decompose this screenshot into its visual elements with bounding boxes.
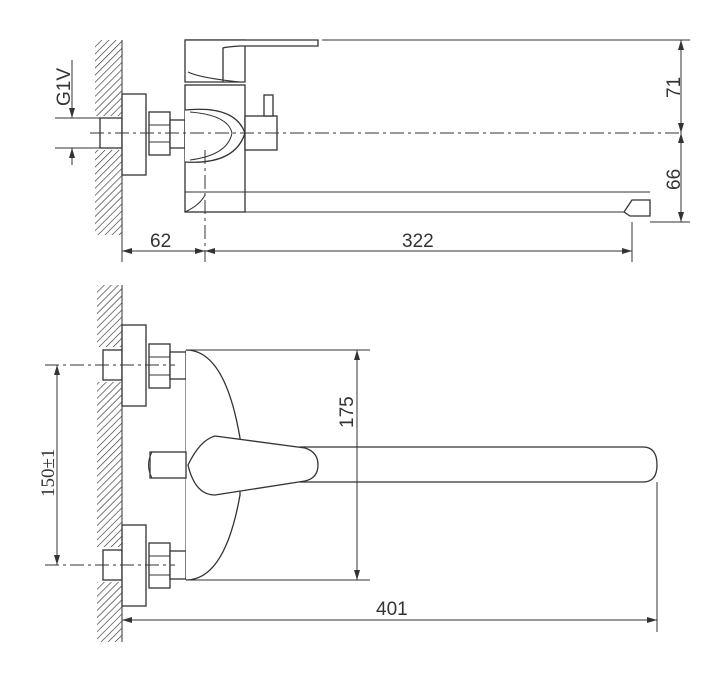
side-view: G1V 71 66 62 322 [54,39,690,262]
lever-handle [187,435,319,496]
dim-body-height: 175 [186,349,370,581]
wall-hatch [97,285,123,642]
dim-label-175: 175 [337,396,358,428]
dim-label-71: 71 [664,77,685,98]
wall-hatch [95,40,123,235]
diverter-knob [244,94,278,151]
dim-label-62: 62 [150,231,171,252]
mixer-body [184,84,246,213]
dim-label-thread: G1V [54,68,75,106]
diverter-knob [148,451,187,479]
dim-inlet-spacing: 150±1 [38,365,60,565]
spout [299,446,658,483]
nipple [169,119,186,149]
wall-flange [121,93,147,176]
dim-thread: G1V [54,60,100,165]
cartridge-cap [184,39,319,83]
dim-label-401: 401 [376,599,408,620]
dim-heights: 71 66 [322,39,690,223]
dim-label-150: 150±1 [38,449,59,497]
dim-total-length: 401 [122,482,658,632]
dim-label-322: 322 [402,231,434,252]
top-view: 175 150±1 401 [38,285,658,642]
dim-label-66: 66 [664,169,685,190]
spout [205,191,651,217]
dim-horizontal-top: 62 322 [121,222,633,262]
